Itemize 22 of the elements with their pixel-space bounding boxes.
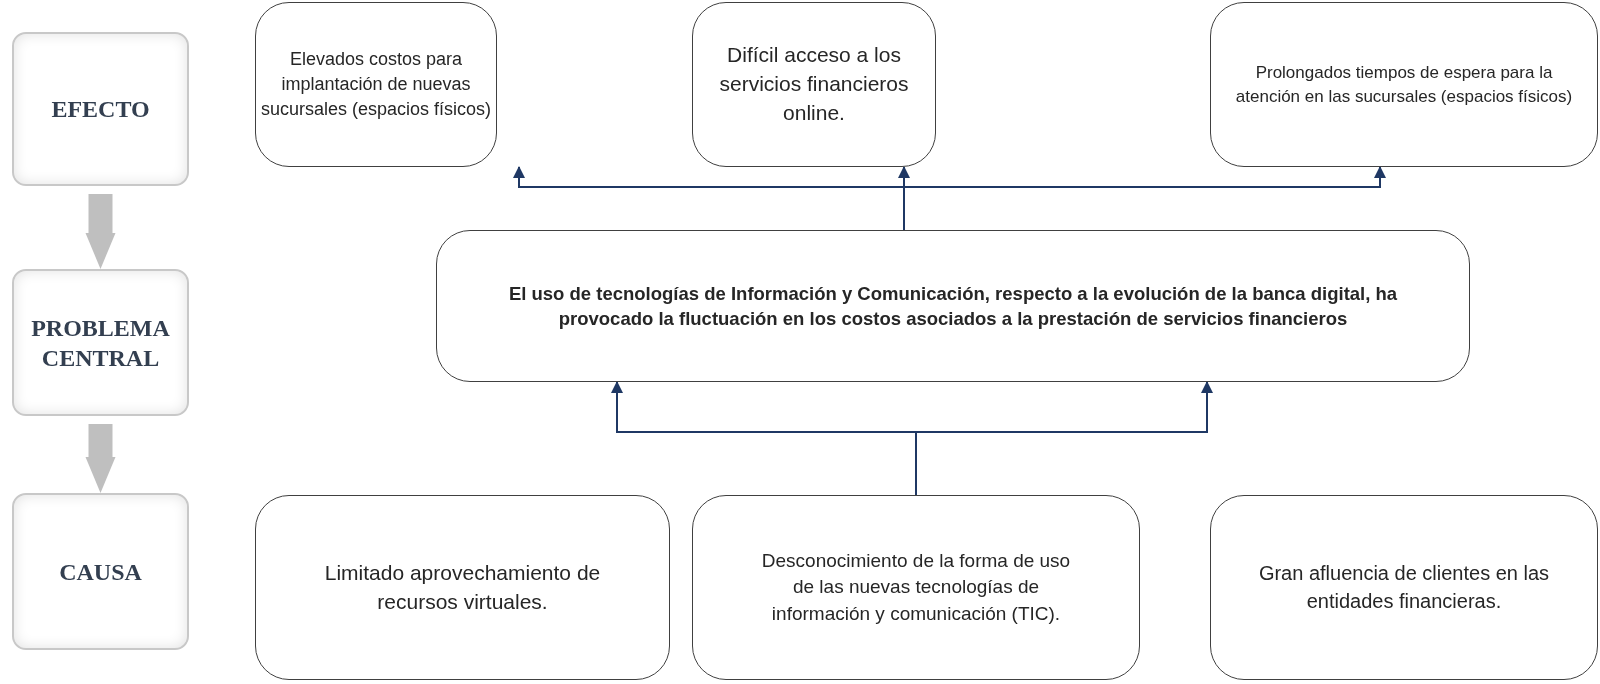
rounded-box: [1210, 495, 1598, 680]
box-text: Gran afluencia de clientes en las entidades financieras.: [1257, 561, 1551, 614]
rounded-box: [692, 495, 1140, 680]
box-text: Desconocimiento de la forma de uso de las nuevas tecnologías de información y comunicación (TIC).: [760, 549, 1072, 626]
box-text: El uso de tecnologías de Información y Comunicación, respecto a la evolución de la banca digital, ha provocado la fluctuación en los costos asociados a la prestación de servicios financieros: [507, 281, 1399, 331]
box-text: Elevados costos para implantación de nuevas sucursales (espacios físicos): [260, 48, 492, 121]
block-arrow: [85, 424, 116, 493]
row-label: EFECTO: [51, 95, 150, 124]
rounded-box: [255, 495, 670, 680]
box-text: Limitado aprovechamiento de recursos virtuales.: [323, 559, 602, 615]
row-label: CAUSA: [59, 557, 142, 587]
box-text: Prolongados tiempos de espera para la atención en las sucursales (espacios físicos): [1234, 62, 1574, 108]
rounded-box: [1210, 2, 1598, 167]
row-label-box: [12, 32, 189, 186]
central-problem-box: [436, 230, 1470, 382]
row-label-box: [12, 269, 189, 416]
rounded-box: [692, 2, 936, 167]
block-arrow: [85, 194, 116, 269]
box-text: Difícil acceso a los servicios financieros online.: [718, 42, 910, 126]
row-label: PROBLEMA CENTRAL: [30, 313, 171, 373]
row-label-box: [12, 493, 189, 650]
rounded-box: [255, 2, 497, 167]
